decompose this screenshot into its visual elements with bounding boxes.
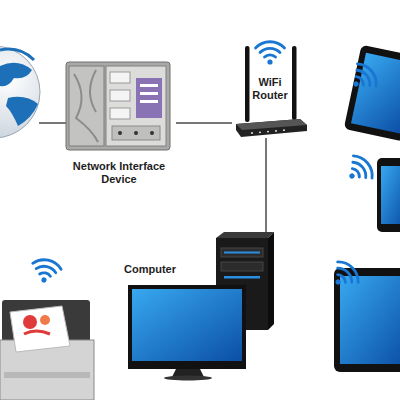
- tablet-frame: [344, 45, 400, 142]
- internet-globe: [0, 46, 40, 138]
- nid-panel-line: [140, 92, 158, 95]
- nid-module: [110, 90, 130, 101]
- nid-panel: [136, 78, 162, 118]
- nid-case: [66, 62, 170, 150]
- printer-paper: [10, 306, 70, 352]
- network-cable: [265, 138, 267, 232]
- router-led: [259, 131, 261, 133]
- wifi-symbol: [326, 257, 363, 294]
- node-label: Network Interface Device: [62, 160, 176, 186]
- router-top: [236, 119, 307, 130]
- network-interface-device: Network Interface Device: [62, 60, 176, 188]
- nid-cable: [90, 70, 96, 112]
- nid-module: [110, 72, 130, 83]
- router-illustration: [236, 42, 307, 137]
- print-image: [24, 331, 50, 334]
- tablet-screen: [340, 276, 400, 364]
- nid-panel-line: [140, 100, 158, 103]
- router-led: [283, 129, 285, 131]
- printer-tray: [4, 372, 90, 378]
- nid-module: [110, 108, 130, 119]
- node-label: WiFi Router: [248, 76, 292, 102]
- tablet-illustration: [326, 257, 400, 372]
- tablet-frame: [334, 268, 400, 372]
- computer: Computer: [122, 232, 274, 378]
- drive-bay: [221, 262, 263, 271]
- printer-illustration: [0, 257, 94, 400]
- globe-land: [6, 97, 38, 126]
- wifi-symbol: [256, 42, 285, 65]
- nid-screw: [150, 131, 154, 135]
- globe-swoosh: [0, 49, 34, 60]
- nid-illustration: [66, 62, 170, 150]
- nid-interior: [106, 66, 166, 146]
- wifi-router: WiFi Router: [232, 72, 308, 138]
- router-body: [236, 119, 307, 137]
- router-led: [275, 130, 277, 132]
- globe-body: [0, 46, 40, 138]
- nid-terminal: [112, 126, 160, 140]
- tower-top: [216, 232, 274, 238]
- print-image: [23, 315, 37, 329]
- monitor-screen: [132, 289, 242, 361]
- tablet-illustration: [344, 45, 400, 142]
- drive-bay: [221, 248, 263, 257]
- network-cable: [176, 122, 232, 124]
- wifi-symbol: [345, 60, 381, 97]
- node-label: Computer: [124, 263, 204, 276]
- nid-screw: [134, 131, 138, 135]
- phone-screen: [381, 166, 400, 224]
- internet-wire: [39, 122, 66, 124]
- nid-panel-line: [140, 84, 158, 87]
- print-image: [40, 315, 50, 325]
- globe-land: [0, 63, 32, 87]
- phone-illustration: [341, 152, 400, 232]
- monitor-base: [164, 376, 212, 381]
- wifi-symbol: [29, 257, 62, 285]
- tower-light: [224, 252, 260, 254]
- router-antenna: [245, 46, 250, 122]
- router-antenna: [292, 46, 297, 120]
- nid-lid: [69, 66, 104, 146]
- wifi-symbol: [341, 152, 377, 189]
- computer-illustration: [128, 232, 274, 381]
- monitor-frame: [128, 285, 246, 369]
- router-led: [251, 132, 253, 134]
- phone-frame: [377, 158, 400, 232]
- nid-screw: [118, 131, 122, 135]
- tower-light: [224, 276, 260, 279]
- router-led: [267, 131, 269, 133]
- tower-side: [268, 232, 274, 330]
